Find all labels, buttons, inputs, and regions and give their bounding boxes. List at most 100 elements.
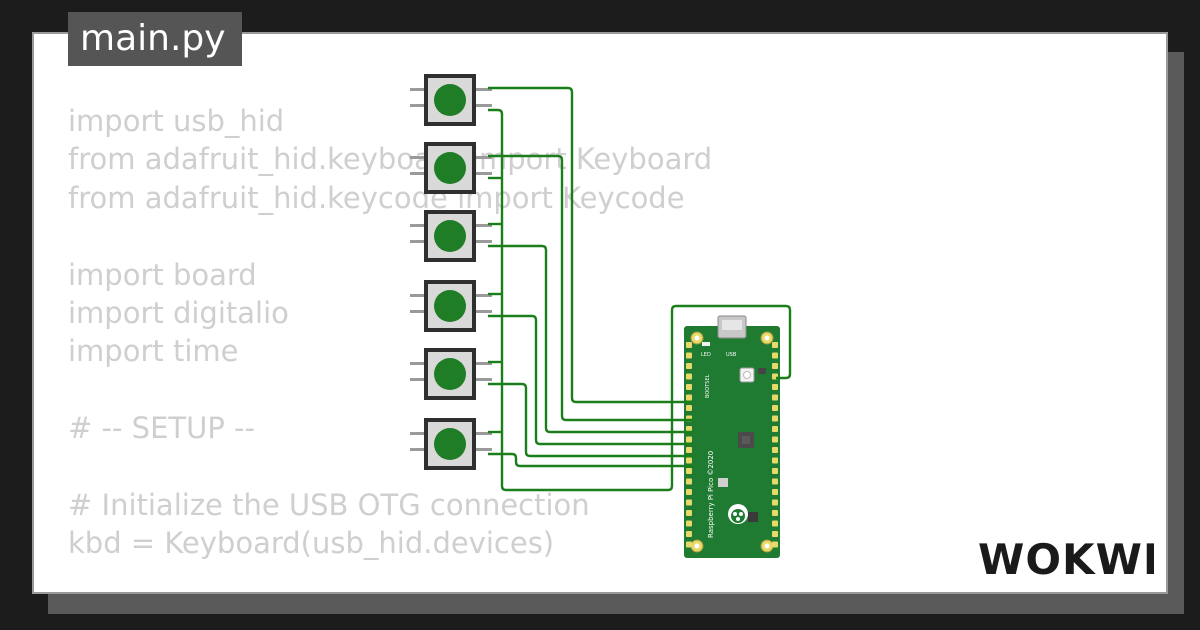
- gpio-pin[interactable]: [686, 352, 692, 359]
- gpio-pin[interactable]: [686, 426, 692, 432]
- gpio-pin[interactable]: [686, 457, 692, 464]
- pushbutton-lead: [476, 156, 492, 159]
- led-label: LED: [701, 352, 711, 358]
- gpio-pin[interactable]: [686, 520, 692, 527]
- wire-group: [488, 86, 792, 492]
- code-preview: import usb_hid from adafruit_hid.keyboar…: [68, 102, 712, 563]
- pushbutton-lead: [476, 88, 492, 91]
- gpio-pin[interactable]: [686, 489, 692, 495]
- pushbutton[interactable]: [410, 418, 492, 470]
- pushbutton-lead: [476, 240, 492, 243]
- pushbutton-lead: [410, 448, 426, 451]
- debug-connector: [718, 478, 728, 487]
- gpio-pin[interactable]: [772, 415, 778, 422]
- pushbutton-group: [410, 74, 492, 470]
- pushbutton-cap[interactable]: [434, 220, 466, 252]
- pushbutton[interactable]: [410, 348, 492, 400]
- gpio-pin[interactable]: [686, 468, 692, 474]
- gpio-pin[interactable]: [686, 405, 692, 411]
- gpio-pin[interactable]: [686, 478, 692, 485]
- flash-chip: [748, 512, 758, 522]
- gpio-pin[interactable]: [686, 342, 692, 348]
- pushbutton[interactable]: [410, 142, 492, 194]
- gpio-pin[interactable]: [772, 531, 778, 537]
- wire: [488, 382, 694, 458]
- pushbutton-lead: [410, 88, 426, 91]
- gpio-pin[interactable]: [686, 531, 692, 537]
- pushbutton-lead: [410, 240, 426, 243]
- gpio-pin[interactable]: [772, 384, 778, 390]
- raspberry-logo-seed: [736, 517, 740, 521]
- wire: [488, 452, 694, 468]
- gpio-pin[interactable]: [772, 363, 778, 369]
- raspberry-pi-pico[interactable]: LED USB BOOTSEL Raspberry Pi Pico ©2020: [684, 315, 780, 558]
- gpio-pin[interactable]: [686, 499, 692, 506]
- pushbutton-lead: [476, 448, 492, 451]
- gpio-pin[interactable]: [686, 447, 692, 453]
- wokwi-logo-text: WOKWI: [978, 535, 1154, 584]
- gpio-pin[interactable]: [686, 373, 692, 380]
- gpio-pin[interactable]: [772, 489, 778, 495]
- gpio-pin[interactable]: [772, 499, 778, 506]
- pushbutton-cap[interactable]: [434, 428, 466, 460]
- pushbutton-cap[interactable]: [434, 290, 466, 322]
- code-line: import digitalio: [68, 295, 289, 330]
- gpio-pin[interactable]: [772, 510, 778, 516]
- gpio-pin[interactable]: [772, 541, 778, 548]
- mount-hole-center: [694, 543, 700, 549]
- gpio-pin[interactable]: [686, 384, 692, 390]
- gpio-pin[interactable]: [686, 541, 692, 548]
- pushbutton-lead: [476, 172, 492, 175]
- gpio-header-pins: [686, 342, 778, 548]
- pushbutton-lead: [410, 104, 426, 107]
- gpio-pin[interactable]: [772, 405, 778, 411]
- gpio-pin[interactable]: [772, 426, 778, 432]
- pushbutton-lead: [476, 224, 492, 227]
- gpio-pin[interactable]: [772, 352, 778, 359]
- code-line: # -- SETUP --: [68, 411, 255, 446]
- pushbutton[interactable]: [410, 210, 492, 262]
- code-line: # Initialize the USB OTG connection: [68, 487, 590, 522]
- gpio-pin[interactable]: [772, 520, 778, 527]
- gpio-pin[interactable]: [686, 394, 692, 401]
- rp2040-chip-core: [742, 436, 750, 444]
- gpio-pin[interactable]: [686, 436, 692, 443]
- wire: [488, 244, 694, 434]
- wokwi-logo: WOKWI: [978, 535, 1154, 584]
- pushbutton-cap[interactable]: [434, 358, 466, 390]
- wire: [488, 86, 694, 404]
- code-line: import board: [68, 257, 257, 292]
- bootsel-cap: [743, 371, 751, 379]
- code-line: kbd = Keyboard(usb_hid.devices): [68, 526, 555, 561]
- code-line: import time: [68, 334, 239, 369]
- file-tab[interactable]: main.py: [68, 12, 242, 66]
- pushbutton[interactable]: [410, 280, 492, 332]
- gpio-pin[interactable]: [686, 510, 692, 516]
- pushbutton-lead: [410, 310, 426, 313]
- gpio-pin[interactable]: [772, 478, 778, 485]
- gpio-pin[interactable]: [772, 457, 778, 464]
- led-indicator: [702, 342, 710, 346]
- raspberry-logo-seed: [739, 512, 743, 516]
- pushbutton-cap[interactable]: [434, 152, 466, 184]
- gpio-pin[interactable]: [772, 468, 778, 474]
- gpio-pin[interactable]: [772, 447, 778, 453]
- pushbutton-lead: [476, 104, 492, 107]
- code-line: from adafruit_hid.keycode import Keycode: [68, 180, 685, 215]
- pushbutton[interactable]: [410, 74, 492, 126]
- gpio-pin[interactable]: [686, 363, 692, 369]
- usb-port-opening: [722, 320, 742, 330]
- raspberry-logo-seed: [733, 512, 737, 516]
- pushbutton-cap[interactable]: [434, 84, 466, 116]
- pushbutton-lead: [476, 432, 492, 435]
- code-line: from adafruit_hid.keyboard import Keyboa…: [68, 142, 713, 177]
- project-card: [32, 32, 1168, 594]
- pushbutton-lead: [476, 378, 492, 381]
- gpio-pin[interactable]: [772, 436, 778, 443]
- gpio-pin[interactable]: [772, 342, 778, 348]
- gpio-pin[interactable]: [772, 394, 778, 401]
- pushbutton-lead: [410, 172, 426, 175]
- code-line: import usb_hid: [68, 104, 285, 138]
- pushbutton-lead: [410, 156, 426, 159]
